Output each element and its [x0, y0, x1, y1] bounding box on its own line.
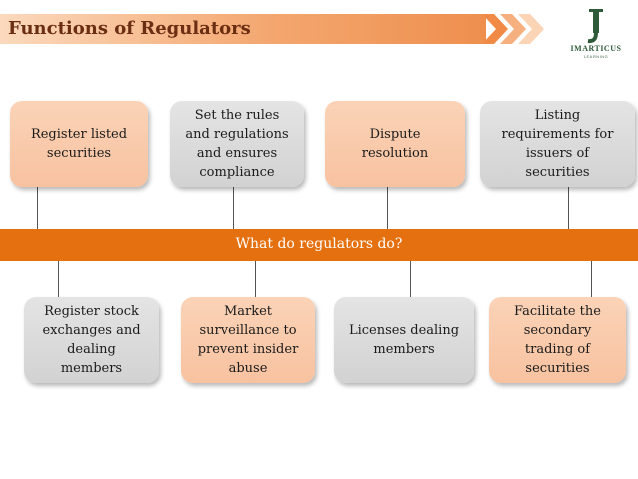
imarticus-logo-icon: [587, 9, 603, 44]
function-text: Listing requirements for issuers of secu…: [501, 108, 614, 180]
function-box: Dispute resolution: [325, 101, 465, 187]
function-text: Register listed securities: [30, 127, 128, 161]
function-box: Licenses dealing members: [334, 297, 474, 383]
logo-subtext: LEARNING: [583, 54, 609, 59]
function-text: Facilitate the secondary trading of secu…: [514, 304, 601, 376]
function-text: Market surveillance to prevent insider a…: [197, 304, 299, 376]
function-text: Dispute resolution: [361, 127, 429, 161]
function-box: Register stock exchanges and dealing mem…: [24, 297, 159, 383]
function-box: Register listed securities: [10, 101, 148, 187]
connector-line: [255, 261, 256, 297]
function-text: Licenses dealing members: [348, 323, 460, 357]
center-label: What do regulators do?: [235, 236, 403, 252]
function-box: Set the rules and regulations and ensure…: [170, 101, 304, 187]
function-box: Market surveillance to prevent insider a…: [181, 297, 315, 383]
function-text: Register stock exchanges and dealing mem…: [42, 304, 141, 376]
connector-line: [410, 261, 411, 297]
connector-line: [568, 187, 569, 229]
connector-line: [233, 187, 234, 229]
center-banner: [0, 229, 638, 261]
title-banner: [0, 14, 486, 44]
page-title: Functions of Regulators: [8, 18, 251, 39]
connector-line: [37, 187, 38, 229]
connector-line: [387, 187, 388, 229]
function-box: Facilitate the secondary trading of secu…: [489, 297, 626, 383]
chevron-arrows-icon: [482, 14, 544, 44]
connector-line: [591, 261, 592, 297]
function-box: Listing requirements for issuers of secu…: [480, 101, 635, 187]
logo-name: IMARTICUS: [570, 44, 622, 53]
function-text: Set the rules and regulations and ensure…: [185, 108, 289, 180]
connector-line: [58, 261, 59, 297]
